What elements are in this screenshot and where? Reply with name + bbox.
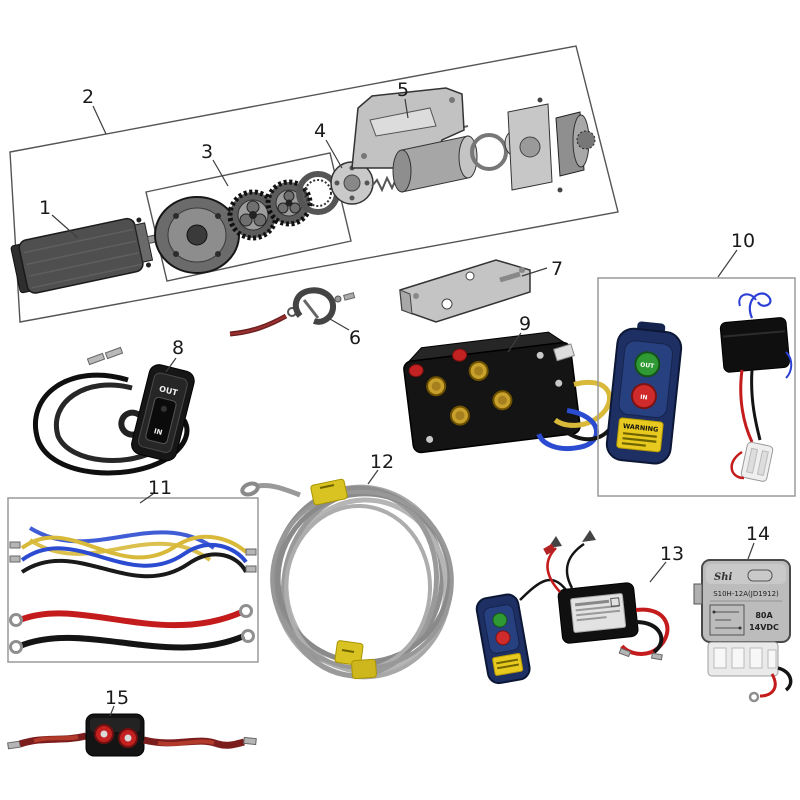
switch-rocker [145,396,177,445]
hook-with-strap [229,287,356,337]
relay: Shi S10H-12A(JD1912) 80A 14VDC [693,559,793,703]
cable-end-loop [240,481,260,497]
callout-10: 10 [717,230,755,278]
callout-13: 13 [649,543,684,583]
callout-11: 11 [139,477,172,504]
solenoid-box [403,331,615,454]
remote-warning-label: WARNING [623,422,659,434]
callout-15-label: 15 [105,687,129,709]
side-plates [470,97,596,193]
receiver-module [557,582,639,644]
callout-4-label: 4 [314,120,326,142]
relay-schematic [709,604,745,636]
callout-9: 9 [507,313,531,353]
remote-in-label: IN [640,394,648,402]
antenna-wire [748,292,772,319]
callout-8-label: 8 [172,337,184,359]
circuit-breaker [7,713,257,757]
callout-14-label: 14 [746,523,770,545]
callout-8: 8 [165,337,184,373]
relay-brand-label: Shi [714,572,732,583]
callout-1: 1 [39,197,79,239]
switch-in-label: IN [153,427,163,437]
callout-15: 15 [105,687,129,717]
callout-13-label: 13 [660,543,684,565]
callout-12-label: 12 [370,451,394,473]
callout-7-label: 7 [551,258,563,280]
steel-cable-coil [240,478,454,680]
planetary-gear-1 [227,189,279,241]
receiver-connector [740,441,774,482]
wiring-kit-box [7,497,259,663]
callout-6: 6 [329,318,361,349]
winch-drum [392,135,478,193]
clip-2 [582,530,596,542]
callout-1-label: 1 [39,197,51,219]
gearbox-housing [154,196,240,274]
callout-14: 14 [746,523,770,560]
wireless-receiver [719,292,793,482]
wireless-remote: OUT IN WARNING [605,321,683,465]
callout-11-label: 11 [148,477,172,499]
callout-6-label: 6 [349,327,361,349]
callout-5: 5 [397,79,409,119]
cable-band-bottom-2 [351,658,377,680]
callout-5-label: 5 [397,79,409,101]
callout-10-label: 10 [731,230,755,252]
relay-model-label: S10H-12A(JD1912) [713,590,779,598]
callout-9-label: 9 [519,313,531,335]
corded-remote-kit [475,530,670,685]
remote-out-button [634,351,661,378]
remote-in-button [630,383,657,410]
callout-3: 3 [201,141,229,187]
callout-4: 4 [314,120,343,169]
callout-2-label: 2 [82,86,94,108]
wiring-kit [9,526,257,654]
cable-band-top [310,478,348,506]
callout-2: 2 [82,86,107,135]
relay-amp-label: 80A [755,611,773,620]
drum-flange [330,161,403,205]
wireless-kit-box [597,277,796,497]
motor [10,217,175,294]
cable-band-bottom-1 [334,640,364,666]
mini-remote [475,593,531,685]
handlebar-switch: OUT IN [33,346,195,476]
callout-12: 12 [367,451,394,485]
remote-out-label: OUT [640,362,656,371]
callout-3-label: 3 [201,141,213,163]
fairlead-plate [399,259,531,323]
callout-7: 7 [521,258,563,280]
relay-volt-label: 14VDC [749,623,779,632]
